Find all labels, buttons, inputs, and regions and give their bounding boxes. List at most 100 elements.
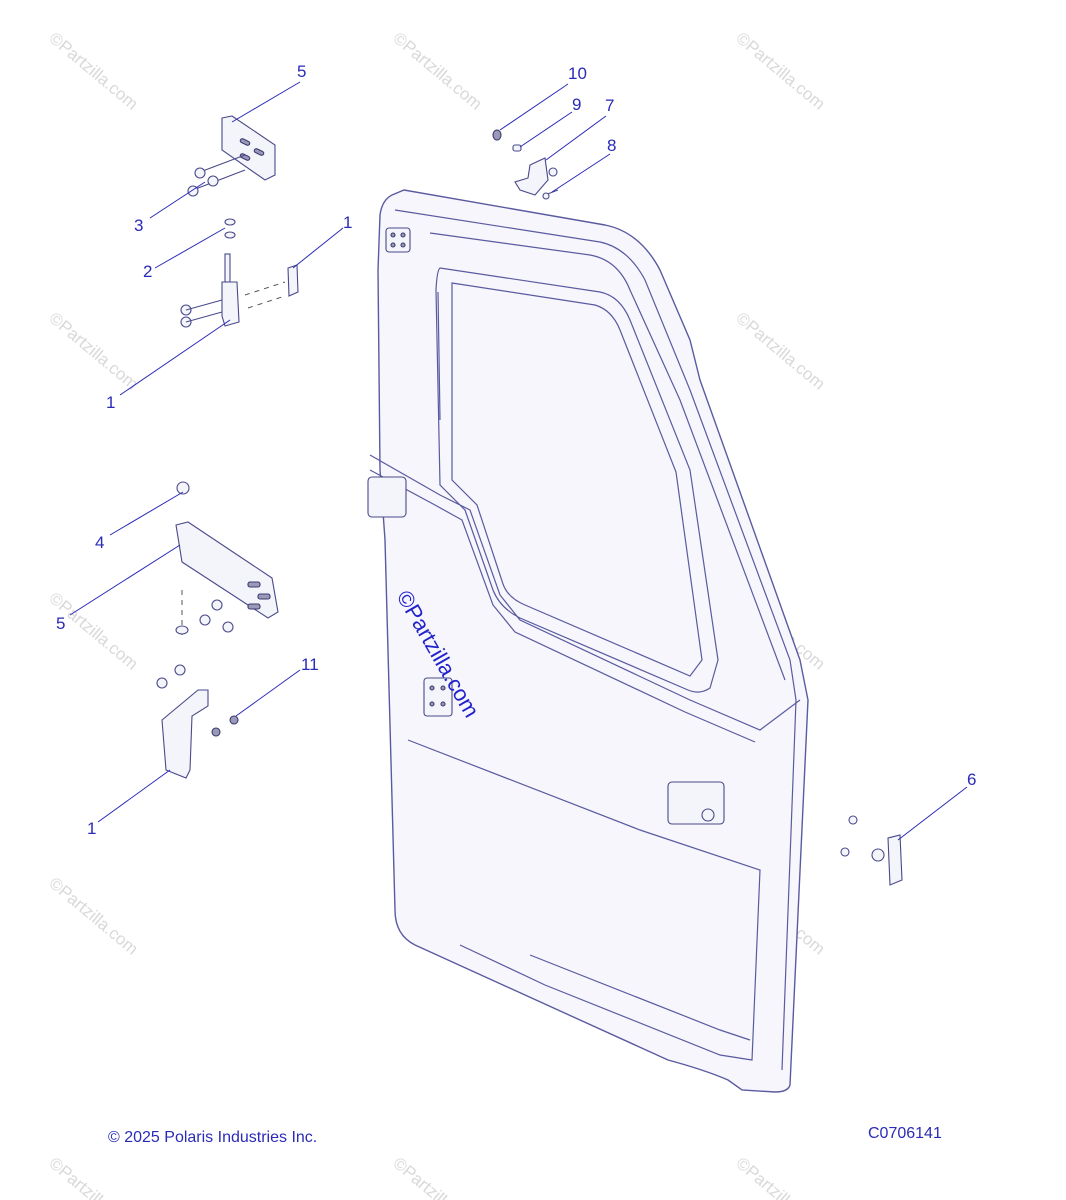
watermark: ©Partzilla.com bbox=[732, 29, 828, 114]
copyright-notice: © 2025 Polaris Industries Inc. bbox=[108, 1129, 318, 1146]
leader-line bbox=[154, 227, 226, 269]
callout-label: 5 bbox=[56, 614, 65, 633]
callout-label: 7 bbox=[605, 96, 614, 115]
bolt-hole bbox=[429, 685, 435, 691]
leader-line bbox=[231, 81, 301, 123]
assembly-line bbox=[247, 295, 286, 309]
pin bbox=[512, 144, 522, 152]
watermark: ©Partzilla.com bbox=[45, 29, 141, 114]
nut bbox=[492, 129, 502, 141]
slot bbox=[257, 593, 271, 600]
callout-label: 11 bbox=[301, 655, 319, 674]
slot bbox=[239, 138, 251, 146]
hinge-pin bbox=[224, 253, 231, 283]
upper-hinge-assembly bbox=[180, 115, 299, 328]
door-belt-line bbox=[369, 454, 801, 731]
striker-plate bbox=[887, 834, 903, 886]
callout-label: 2 bbox=[143, 262, 152, 281]
watermark: ©Partzilla.com bbox=[732, 309, 828, 394]
door-latch bbox=[667, 781, 725, 825]
leader-line bbox=[69, 544, 181, 616]
slot bbox=[247, 603, 261, 610]
striker-assembly bbox=[840, 815, 903, 886]
leader-line bbox=[519, 111, 573, 148]
bolt-head bbox=[222, 621, 234, 633]
watermark: ©Partzilla.com bbox=[45, 874, 141, 959]
window-seal bbox=[437, 291, 441, 421]
leader-line bbox=[551, 153, 611, 193]
callout-label: 1 bbox=[106, 393, 115, 412]
bolt bbox=[192, 169, 246, 191]
bolt-hole bbox=[440, 701, 446, 707]
door-inner-edge bbox=[394, 209, 797, 1071]
watermark: ©Partzilla.com bbox=[732, 1154, 828, 1200]
bolt-hole bbox=[390, 232, 396, 238]
watermark: ©Partzilla.com bbox=[389, 1154, 485, 1200]
screw-head bbox=[542, 192, 550, 200]
bolt-head bbox=[211, 599, 223, 611]
bolt-hole bbox=[440, 685, 446, 691]
leader-line bbox=[119, 319, 231, 396]
striker-pin bbox=[871, 848, 885, 862]
door-hinge-upper bbox=[221, 281, 240, 327]
leader-line bbox=[97, 769, 171, 823]
latch-release bbox=[701, 808, 715, 822]
leader-line bbox=[499, 83, 569, 131]
bolt-head bbox=[548, 167, 558, 177]
bolt-head bbox=[174, 664, 186, 676]
callout-label: 9 bbox=[572, 95, 581, 114]
callout-label: 1 bbox=[343, 213, 352, 232]
callout-label: 10 bbox=[568, 64, 587, 83]
nut bbox=[229, 715, 239, 725]
leader-line bbox=[897, 786, 968, 841]
watermark: ©Partzilla.com bbox=[389, 29, 485, 114]
window-glass bbox=[451, 282, 703, 677]
door-outline bbox=[377, 189, 809, 1093]
bolt-head bbox=[194, 167, 206, 179]
bolt-hole bbox=[400, 242, 406, 248]
assembly-line bbox=[244, 281, 286, 296]
latch-striker-bracket bbox=[492, 129, 559, 200]
bolt-hole bbox=[390, 242, 396, 248]
washer bbox=[224, 218, 236, 226]
callout-label: 8 bbox=[607, 136, 616, 155]
watermark: ©Partzilla.com bbox=[45, 1154, 141, 1200]
bolt-head bbox=[199, 614, 211, 626]
slot bbox=[247, 581, 261, 588]
leader-line bbox=[235, 669, 301, 717]
bolt-hole bbox=[400, 232, 406, 238]
leader-lines bbox=[69, 81, 968, 841]
callout-numbers: 5 3 2 1 1 10 9 7 8 4 5 11 1 6 bbox=[56, 62, 976, 838]
bolt-head bbox=[207, 175, 219, 187]
inner-handle-pocket bbox=[367, 476, 407, 518]
nut bbox=[211, 727, 221, 737]
bolt bbox=[185, 299, 223, 311]
door-panel bbox=[367, 189, 809, 1093]
callout-label: 6 bbox=[967, 770, 976, 789]
watermark: ©Partzilla.com bbox=[45, 309, 141, 394]
door-kick-line bbox=[529, 954, 751, 1041]
washer bbox=[175, 625, 189, 635]
bolt bbox=[199, 154, 246, 173]
lower-hinge-bracket bbox=[175, 521, 279, 619]
upper-hinge-mount bbox=[385, 227, 411, 253]
door-lower-panel bbox=[407, 739, 761, 1061]
bracket bbox=[514, 157, 549, 196]
callout-label: 5 bbox=[297, 62, 306, 81]
hinge-leaf bbox=[287, 264, 299, 297]
leader-line bbox=[545, 115, 607, 161]
bolt bbox=[185, 311, 223, 323]
nut bbox=[176, 481, 190, 495]
bolt-head bbox=[848, 815, 858, 825]
slot bbox=[253, 148, 265, 156]
door-trim-line bbox=[429, 232, 786, 681]
leader-line bbox=[149, 181, 206, 219]
callout-label: 3 bbox=[134, 216, 143, 235]
bolt-hole bbox=[429, 701, 435, 707]
callout-label: 4 bbox=[95, 533, 104, 552]
upper-hinge-bracket bbox=[221, 115, 276, 181]
lower-hinge-assembly bbox=[156, 481, 279, 779]
window-frame bbox=[435, 267, 719, 693]
door-belt-line-lower bbox=[369, 469, 756, 743]
